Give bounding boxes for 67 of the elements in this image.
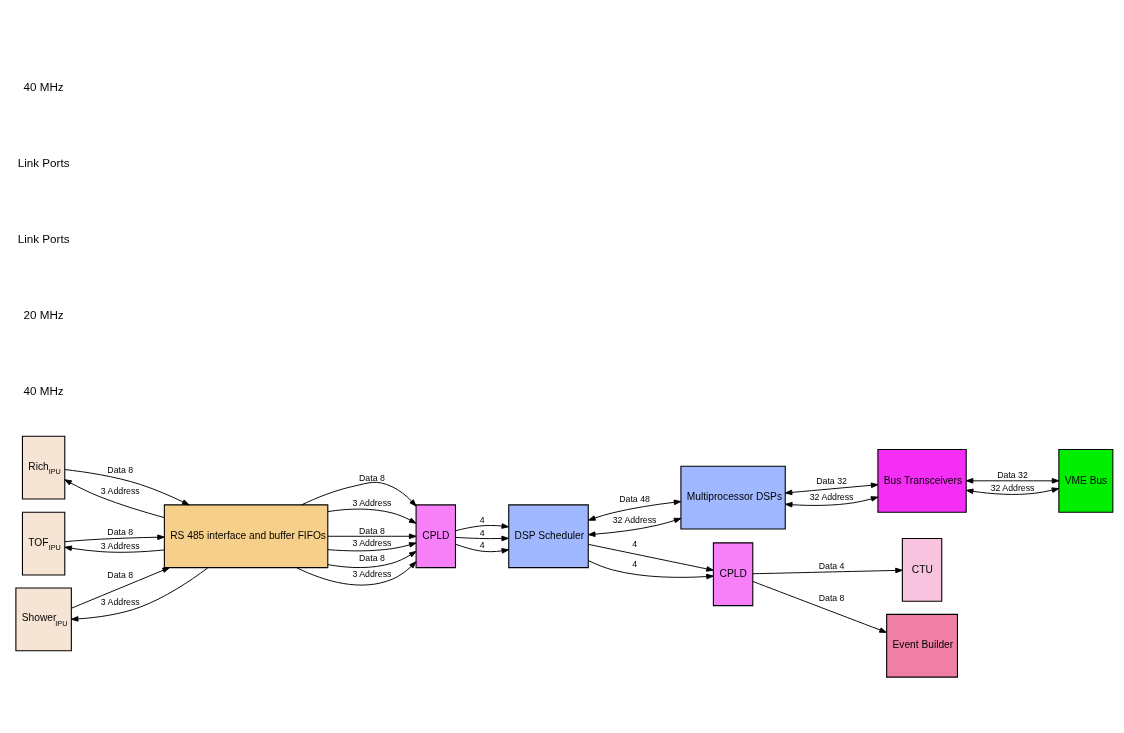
edge-label: 4 [479, 539, 485, 550]
label: 40 MHz [23, 79, 64, 93]
arrow [327, 533, 417, 539]
arrow [64, 478, 165, 518]
arrow [784, 482, 879, 495]
edge-label: Data 4 [818, 560, 845, 571]
node-box: VME Bus [1058, 448, 1114, 513]
node-box: CPLD [415, 503, 457, 568]
edge-label: 3 Address [352, 568, 392, 579]
node-box: CPLD [712, 541, 754, 606]
edge-label: 32 Address [990, 482, 1035, 493]
edge-label: 3 Address [100, 596, 140, 607]
arrow [71, 566, 170, 609]
label: 20 MHz [23, 307, 64, 321]
arrow [327, 541, 417, 551]
edge-label: 3 Address [100, 485, 140, 496]
edge-label: 4 [479, 514, 485, 525]
label: Link Ports [17, 231, 70, 245]
edge-label: Data 8 [359, 472, 385, 483]
arrow [296, 560, 417, 586]
arrow [327, 550, 417, 568]
edge-label: 32 Address [612, 514, 657, 525]
edge-label: Data 48 [619, 493, 650, 504]
arrow [588, 559, 714, 579]
edge-label: Data 8 [359, 525, 385, 536]
arrow [64, 468, 190, 505]
node-box: Event Builder [886, 613, 958, 678]
edge-label: Data 32 [997, 469, 1028, 480]
edge-label: 32 Address [809, 491, 854, 502]
label: Link Ports [17, 155, 70, 169]
arrow [588, 499, 682, 521]
arrow [965, 477, 1060, 484]
arrow [455, 543, 510, 554]
edge-label: 3 Address [100, 540, 140, 551]
arrow [752, 580, 887, 633]
label: 40 MHz [23, 383, 64, 397]
node-box: CTU [901, 537, 943, 602]
edge-label: 4 [632, 558, 638, 569]
edge-label: Data 8 [359, 552, 385, 563]
arrow [301, 481, 417, 507]
node-box: Multiprocessor DSPs [680, 465, 786, 529]
node-box: TOF$_{IPU}$ [21, 511, 66, 575]
edge-label: 4 [632, 538, 638, 549]
node-box: Shower$_{IPU}$ [15, 587, 72, 651]
arrow [64, 533, 165, 542]
arrow [455, 535, 509, 541]
arrow [70, 566, 209, 622]
node-box: DSP Scheduler [508, 503, 589, 568]
node-box: Bus Transceivers [877, 448, 967, 513]
edge-label: 4 [479, 527, 485, 538]
arrow [965, 486, 1060, 495]
edge-label: Data 8 [107, 569, 134, 580]
arrow [588, 517, 682, 537]
arrow [752, 567, 903, 574]
arrow [327, 508, 417, 524]
edge-label: 3 Address [352, 537, 392, 548]
arrow [785, 495, 879, 507]
arrow [64, 545, 165, 553]
arrow [587, 543, 714, 572]
node-box: Rich$_{IPU}$ [21, 435, 66, 500]
edge-label: Data 8 [818, 592, 845, 603]
edge-label: 3 Address [352, 497, 392, 508]
node-box: RS 485 interface and buffer FIFOs [163, 503, 329, 568]
edge-label: Data 32 [816, 475, 847, 486]
edge-label: Data 8 [107, 464, 134, 474]
edge-label: Data 8 [107, 526, 134, 537]
arrow [455, 522, 509, 531]
